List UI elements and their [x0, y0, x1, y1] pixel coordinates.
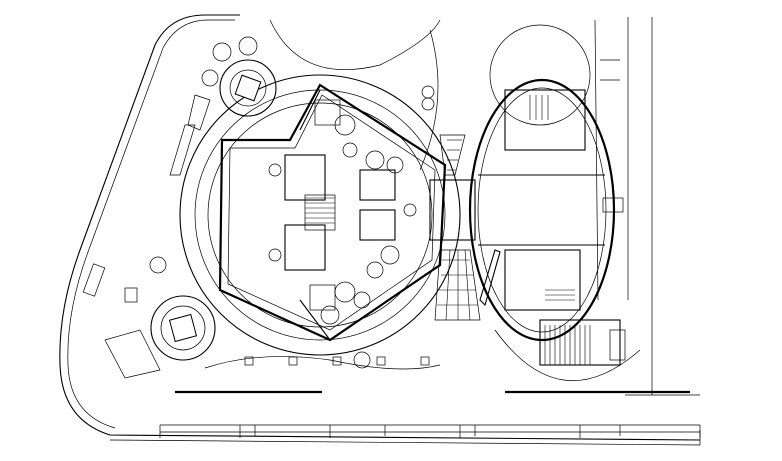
oval-building [468, 24, 641, 381]
tree-icon [149, 36, 435, 369]
spiral-stair-icon [219, 59, 277, 117]
pentagon-building [218, 83, 447, 342]
connector-fan [429, 134, 481, 321]
spiral-stair-icon [150, 295, 216, 361]
stair-block [539, 319, 621, 366]
site-details [82, 59, 626, 379]
perimeter-fence [159, 424, 701, 438]
column-marker-icon [244, 356, 430, 366]
site-boundary [59, 14, 701, 446]
